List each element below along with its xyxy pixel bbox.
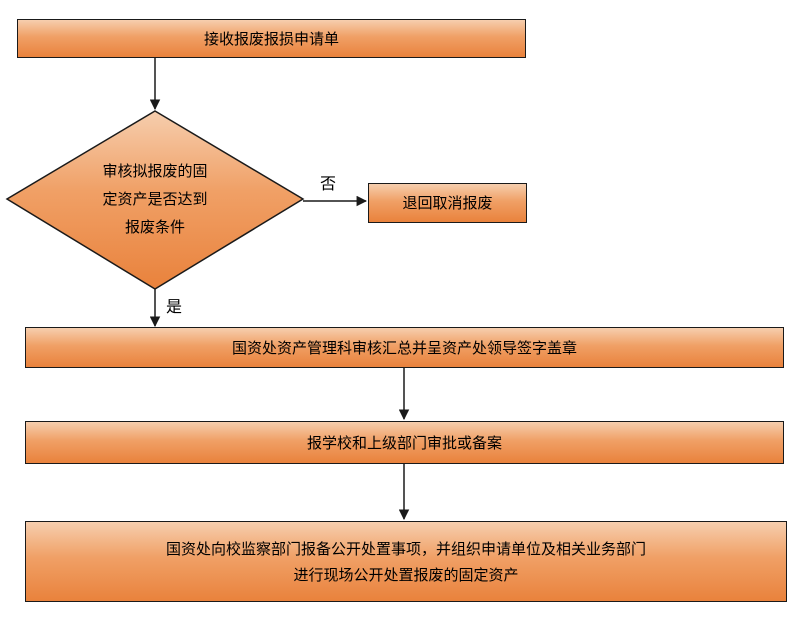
node-public-disposal: 国资处向校监察部门报备公开处置事项，并组织申请单位及相关业务部门 进行现场公开处… [25,521,787,602]
decision-line-1: 审核拟报废的固 [102,162,208,180]
node-final-line-1: 国资处向校监察部门报备公开处置事项，并组织申请单位及相关业务部门 [165,539,646,558]
edge-label-no: 否 [320,174,337,193]
node-final-text: 国资处向校监察部门报备公开处置事项，并组织申请单位及相关业务部门 进行现场公开处… [166,536,646,588]
node-receive-application: 接收报废报损申请单 [17,19,526,58]
node-review-summary: 国资处资产管理科审核汇总并呈资产处领导签字盖章 [25,327,784,368]
node-reject: 退回取消报废 [368,183,527,223]
decision-line-3: 报废条件 [124,218,185,236]
node-review-label: 国资处资产管理科审核汇总并呈资产处领导签字盖章 [231,338,577,357]
node-reject-label: 退回取消报废 [402,194,493,212]
decision-text: 审核拟报废的固 定资产是否达到 报废条件 [60,157,250,241]
edge-label-yes: 是 [166,297,183,316]
decision-line-2: 定资产是否达到 [102,190,208,208]
node-report-approval: 报学校和上级部门审批或备案 [25,421,784,464]
node-receive-label: 接收报废报损申请单 [203,29,339,48]
node-report-label: 报学校和上级部门审批或备案 [306,433,502,452]
node-final-line-2: 进行现场公开处置报废的固定资产 [293,565,519,584]
